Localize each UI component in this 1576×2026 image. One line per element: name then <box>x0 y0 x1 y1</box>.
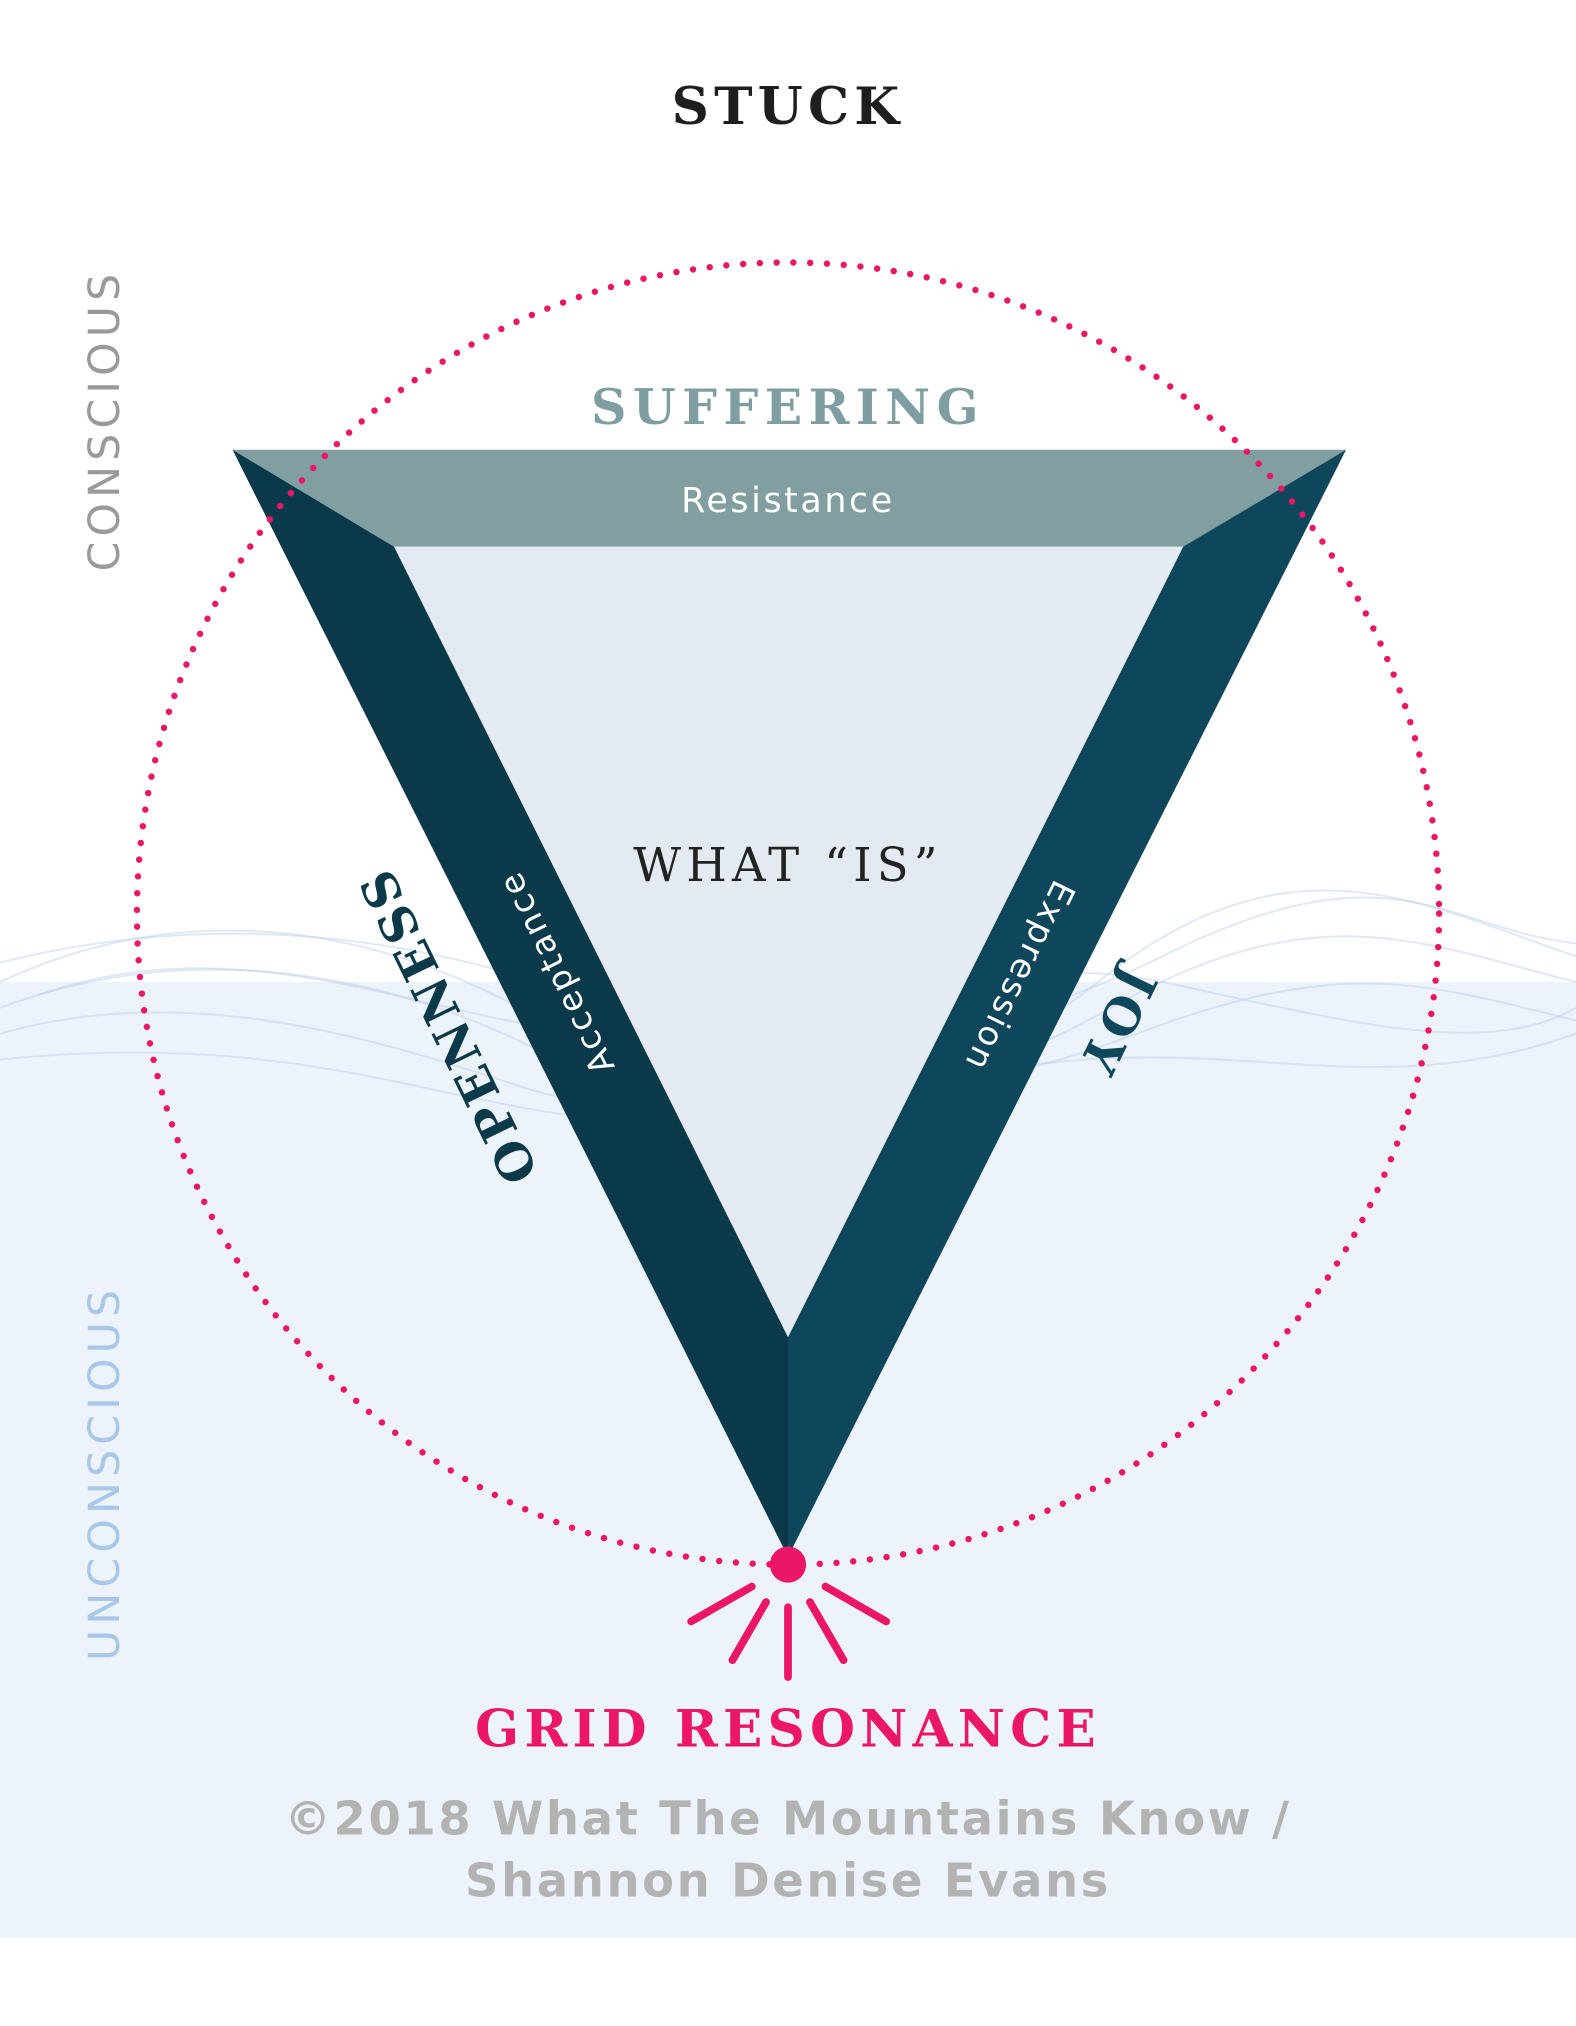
resonance-point <box>769 1546 807 1583</box>
resistance-band <box>232 449 1347 547</box>
grid-resonance-label: GRID RESONANCE <box>475 1699 1101 1760</box>
unconscious-label: UNCONSCIOUS <box>80 1285 130 1661</box>
what-is-area <box>394 546 1184 1338</box>
what-is-label: WHAT “IS” <box>633 838 942 892</box>
title-stuck: STUCK <box>672 76 905 137</box>
watermark-line-2: Shannon Denise Evans <box>465 1854 1111 1908</box>
suffering-label: SUFFERING <box>591 378 985 436</box>
watermark-line-1: ©2018 What The Mountains Know / <box>284 1792 1291 1846</box>
conscious-label: CONSCIOUS <box>80 269 130 572</box>
expression-band <box>788 449 1347 1557</box>
acceptance-band <box>232 449 788 1557</box>
resonance-rays-icon <box>687 1582 891 1681</box>
resistance-label: Resistance <box>681 481 895 521</box>
